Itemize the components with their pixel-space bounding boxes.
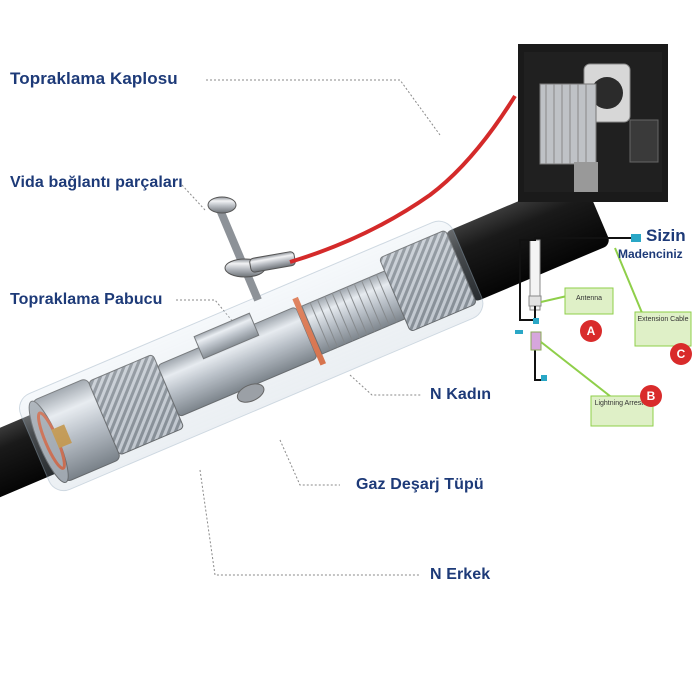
lightning-arrestor-label: Lightning Arrestor	[594, 400, 650, 407]
screw-shaft	[214, 203, 262, 302]
label-n-male: N Erkek	[430, 566, 491, 583]
badge-b: B	[640, 385, 662, 407]
leader-screw-parts	[181, 184, 206, 211]
badge-a: A	[580, 320, 602, 342]
connector-assembly	[0, 176, 609, 506]
extension-cable-label: Extension Cable	[637, 316, 689, 323]
arrestor-block	[530, 331, 542, 351]
inset-title-sizin: Sizin	[646, 226, 686, 245]
screw-head	[207, 196, 237, 214]
ground-wire	[289, 94, 517, 264]
miner-photo	[518, 44, 668, 202]
leader-grounding-lug	[176, 299, 239, 329]
clear-sleeve	[19, 220, 484, 492]
label-grounding-lug: Topraklama Pabucu	[10, 291, 163, 308]
label-screw-parts: Vida bağlantı parçaları	[10, 174, 183, 191]
miner-port	[631, 234, 641, 242]
right-cable	[445, 176, 609, 301]
grounding-lug	[249, 251, 296, 273]
leader-lines	[176, 79, 441, 576]
grounding-lug-assembly	[207, 196, 296, 302]
gas-discharge-tube	[236, 383, 265, 403]
antenna-label: Antenna	[575, 295, 603, 302]
leader-gas-tube	[279, 439, 340, 486]
label-grounding-wire: Topraklama Kaplosu	[10, 69, 178, 88]
label-gas-tube: Gaz Deşarj Tüpü	[356, 476, 484, 493]
leader-n-female	[349, 374, 422, 396]
inset-title-madenciniz: Madenciniz	[618, 247, 683, 261]
leader-grounding-wire	[206, 79, 441, 136]
antenna-box	[564, 287, 614, 315]
extension-box	[634, 311, 692, 347]
badge-c: C	[670, 343, 692, 365]
label-n-female: N Kadın	[430, 386, 492, 403]
